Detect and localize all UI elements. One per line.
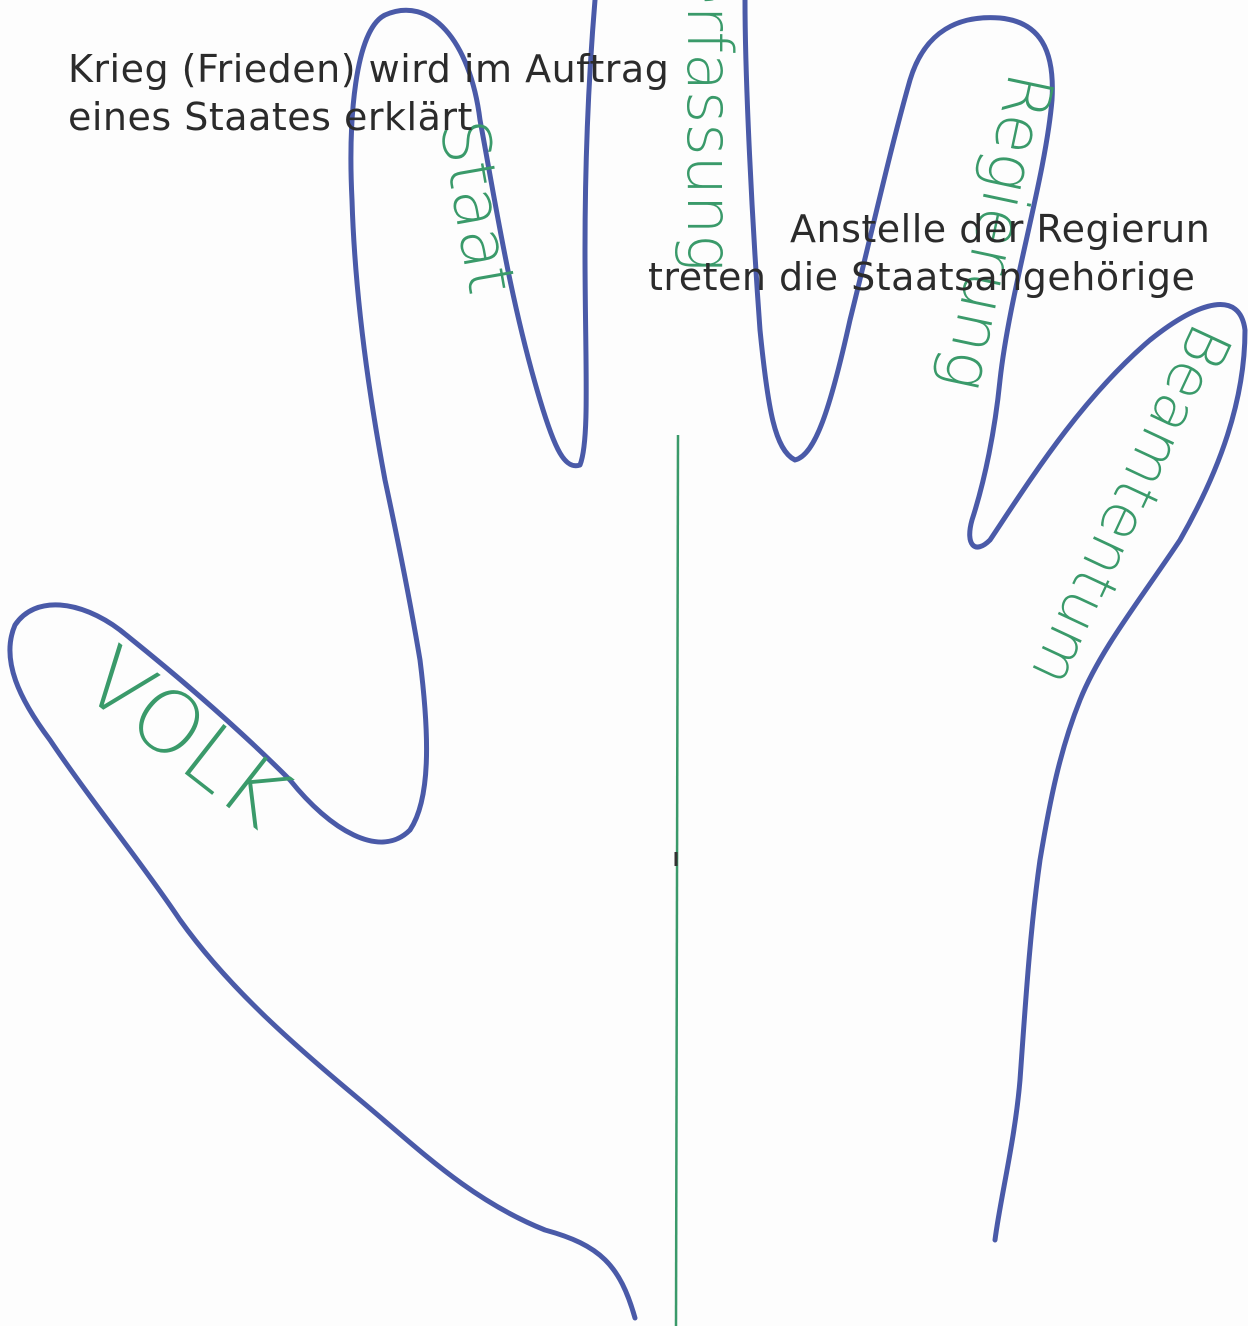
note-war-line2: eines Staates erklärt xyxy=(68,93,669,141)
note-gov-line1: Anstelle der Regierun xyxy=(648,205,1210,253)
note-war-line1: Krieg (Frieden) wird im Auftrag xyxy=(68,45,669,93)
center-line xyxy=(676,435,678,1326)
note-war-declaration: Krieg (Frieden) wird im Auftrag eines St… xyxy=(68,45,669,141)
finger-label-pinky: Beamtentum xyxy=(1017,314,1245,697)
note-government: Anstelle der Regierun treten die Staatsa… xyxy=(648,205,1210,301)
finger-label-index: Staat xyxy=(424,114,530,299)
note-gov-line2: treten die Staatsangehörige xyxy=(648,253,1210,301)
